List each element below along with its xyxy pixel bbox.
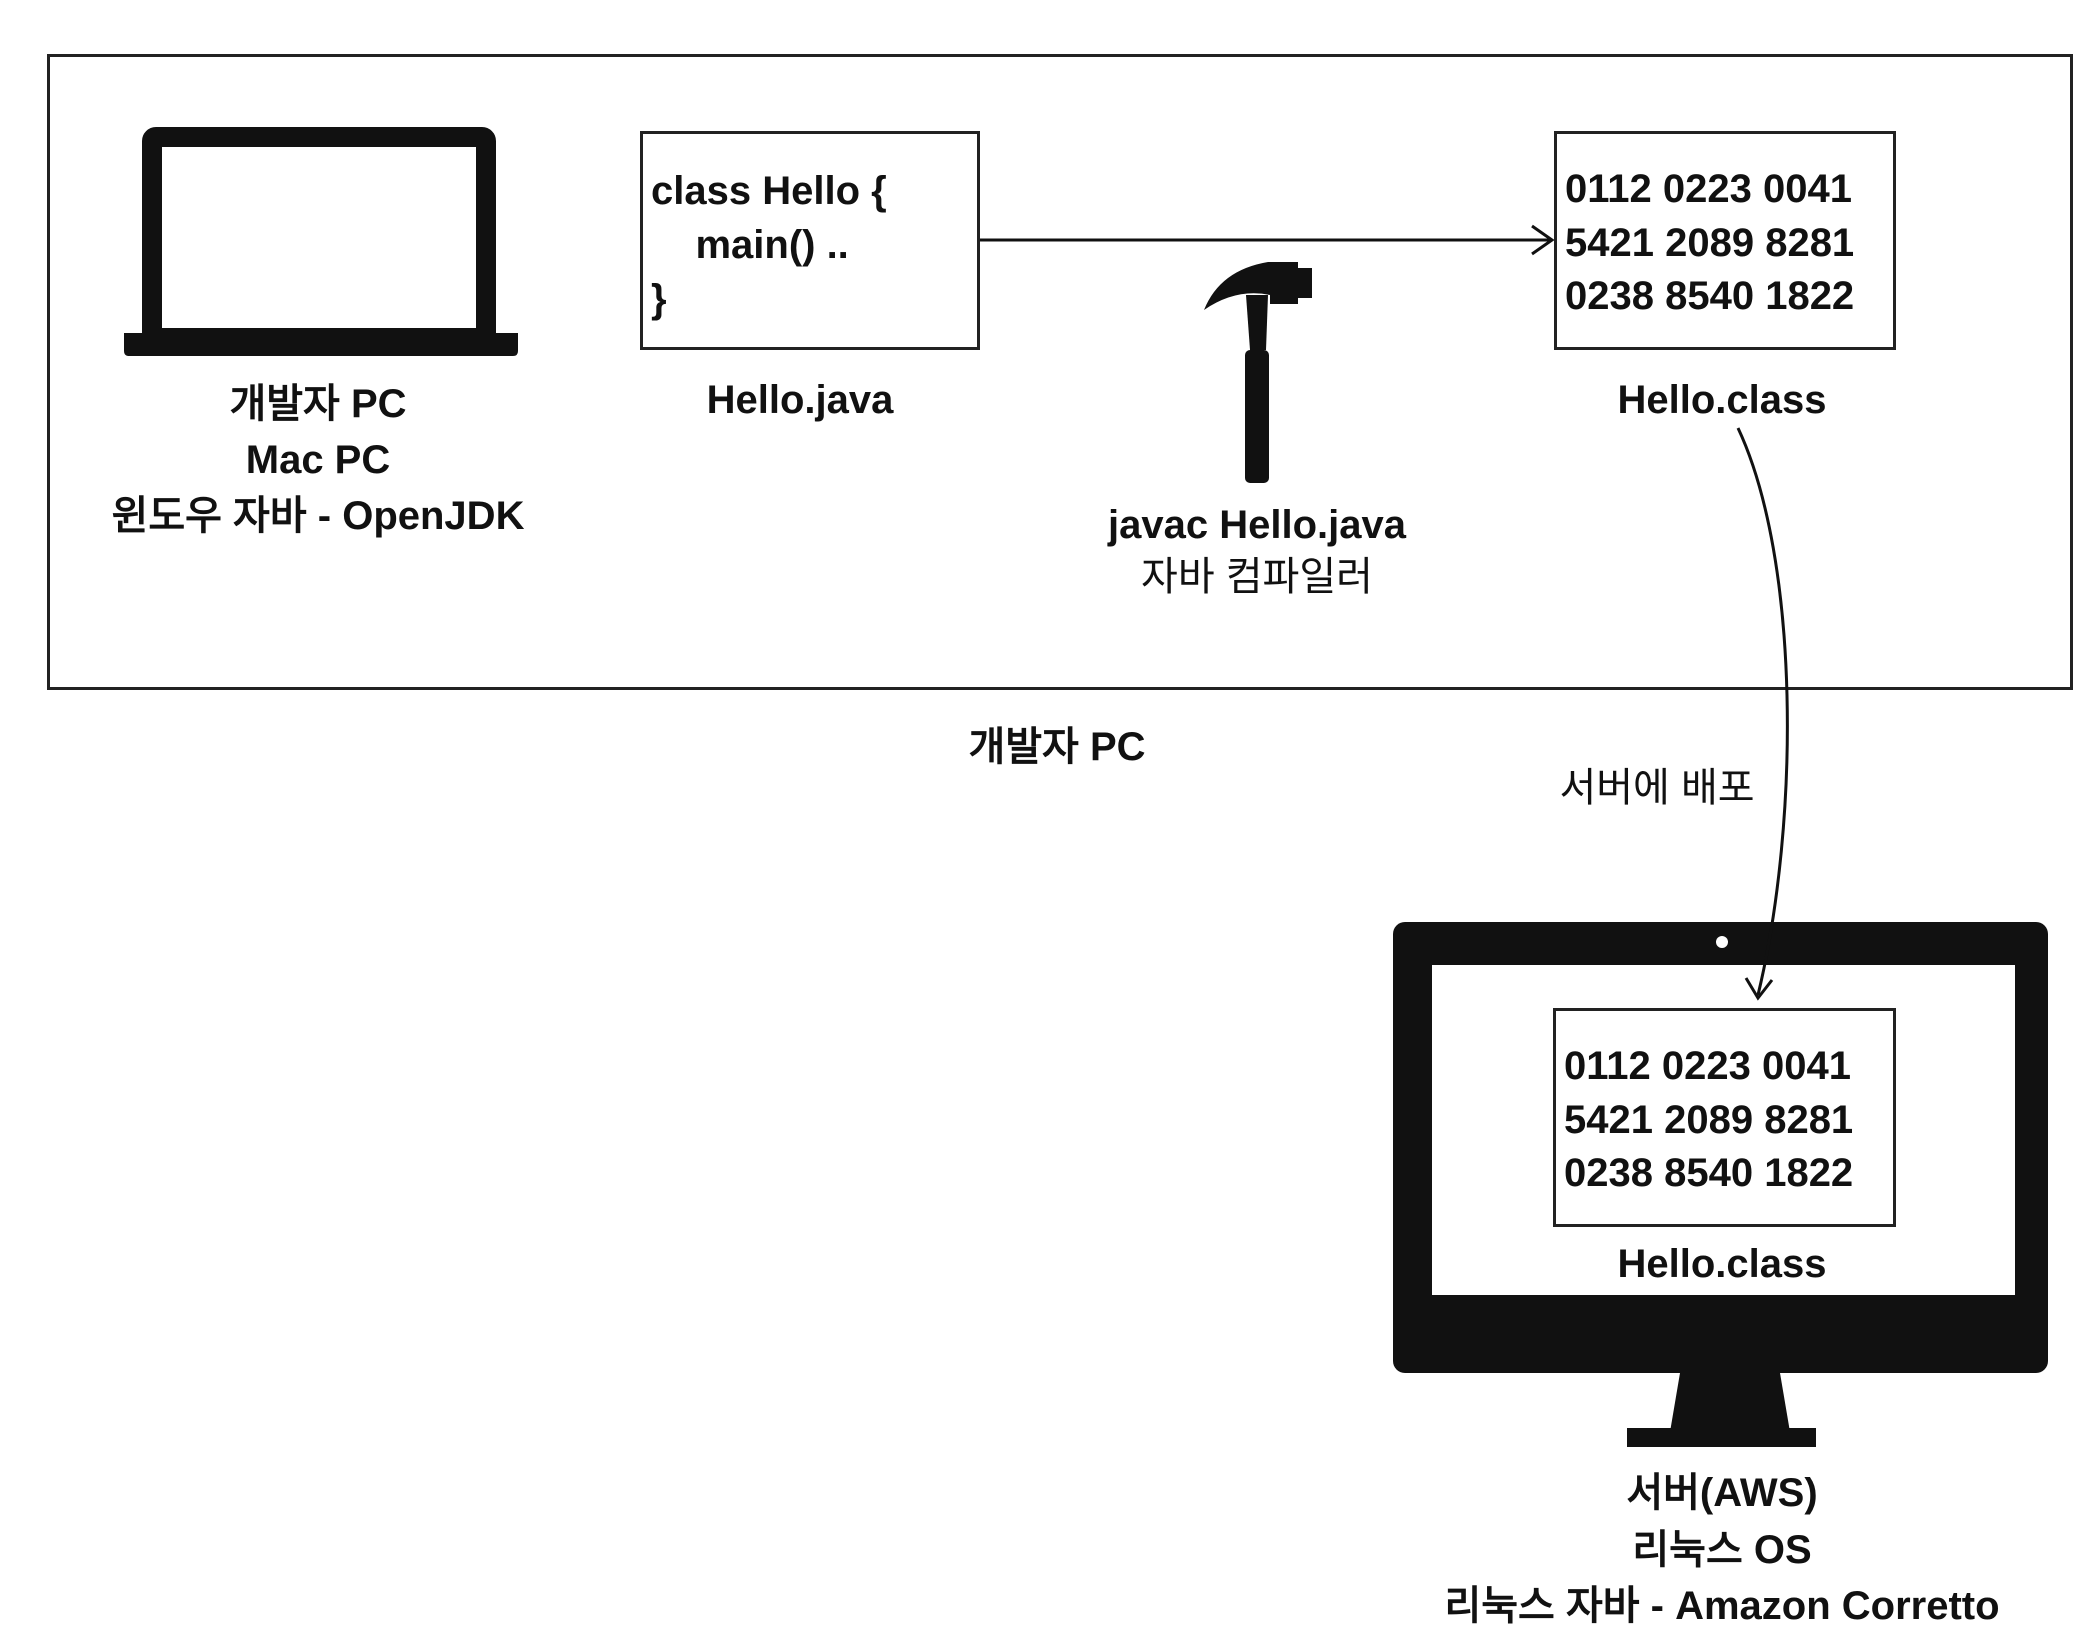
server-label-line-2: 리눅스 OS [1632,1528,1812,1572]
laptop-label-line-3: 윈도우 자바 - OpenJDK [111,494,525,538]
compiler-command: javac Hello.java [1108,503,1406,547]
laptop-label-line-2: Mac PC [245,438,391,482]
code-line-3: } [651,277,667,321]
dev-pc-frame-label: 개발자 PC [968,725,1146,769]
class-file-box: 0112 0223 0041 5421 2089 8281 0238 8540 … [1554,131,1896,350]
server-bytecode-line-1: 0112 0223 0041 [1564,1044,1851,1088]
class-filename: Hello.class [1617,378,1827,422]
bytecode-line-1: 0112 0223 0041 [1565,167,1852,211]
server-label-line-3: 리눅스 자바 - Amazon Corretto [1444,1584,2000,1628]
code-line-2: main() .. [651,223,849,267]
code-line-1: class Hello { [651,169,887,213]
source-code-box: class Hello { main() .. } [640,131,980,350]
laptop-label-line-1: 개발자 PC [229,382,407,426]
bytecode-line-3: 0238 8540 1822 [1565,274,1855,318]
compiler-description: 자바 컴파일러 [1141,555,1373,599]
server-class-filename: Hello.class [1617,1242,1827,1286]
server-bytecode-line-3: 0238 8540 1822 [1564,1151,1854,1195]
deploy-label: 서버에 배포 [1559,766,1755,810]
server-class-file-box: 0112 0223 0041 5421 2089 8281 0238 8540 … [1553,1008,1896,1227]
dev-pc-frame [47,54,2073,690]
server-bytecode-line-2: 5421 2089 8281 [1564,1098,1854,1142]
bytecode-line-2: 5421 2089 8281 [1565,221,1855,265]
server-label-line-1: 서버(AWS) [1626,1471,1818,1515]
source-filename: Hello.java [706,378,894,422]
